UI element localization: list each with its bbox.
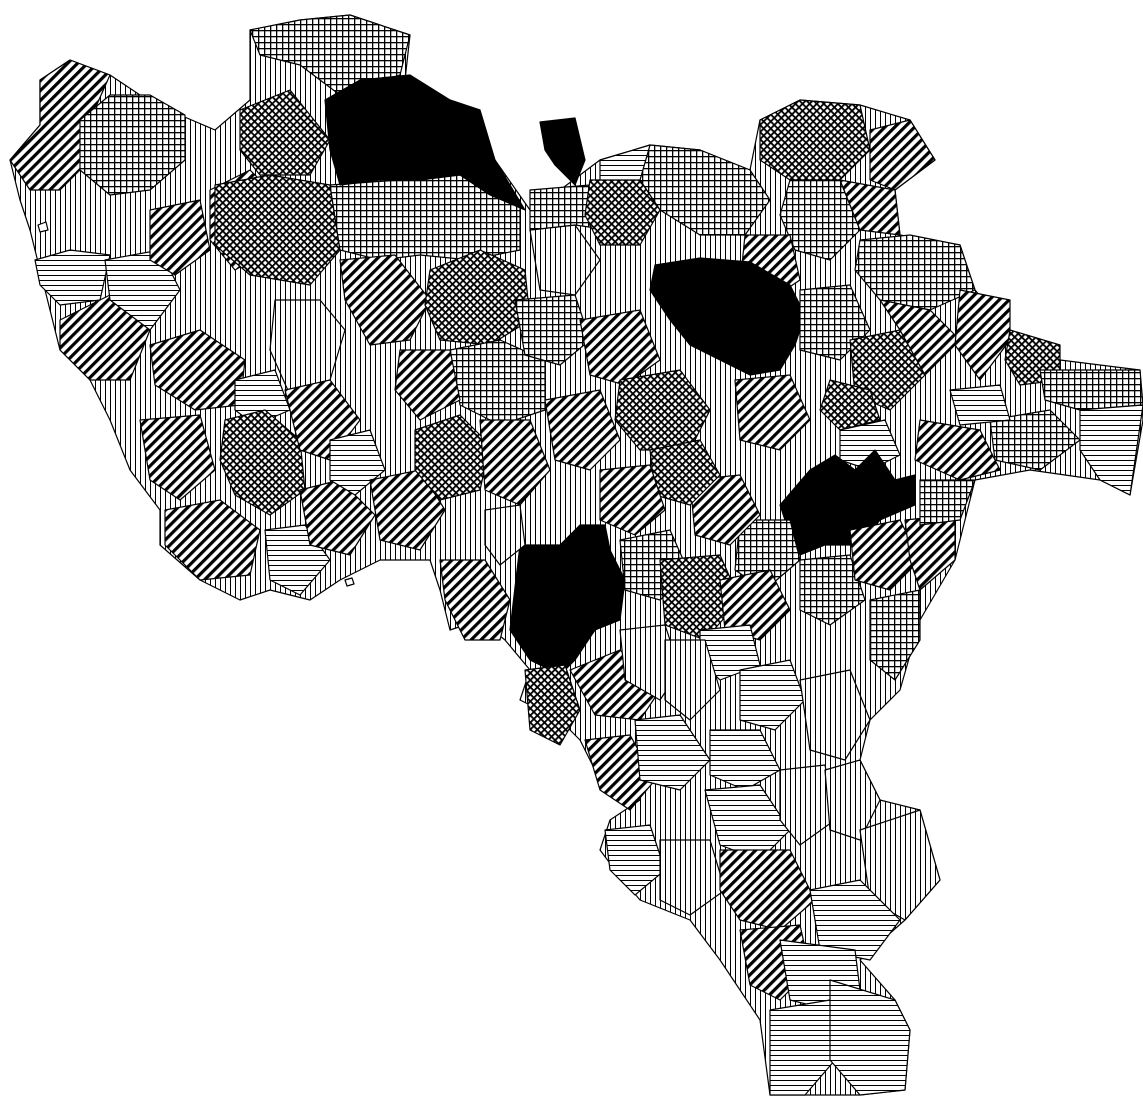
region-s-5 (634, 714, 711, 791)
region-s-10 (604, 824, 666, 896)
region-s-8 (779, 764, 836, 846)
region-s-9 (824, 759, 881, 841)
region-nw-2 (79, 94, 186, 196)
region-e-13 (839, 419, 901, 471)
region-s-2 (664, 639, 721, 721)
region-ne-5 (869, 119, 936, 191)
region-s-17 (769, 999, 836, 1096)
region-sc-1 (734, 519, 801, 591)
region-c-10 (579, 309, 661, 386)
region-cw-1 (339, 254, 431, 346)
region-nw-6 (149, 199, 211, 276)
region-c-5 (479, 419, 551, 506)
region-islet-1 (344, 577, 355, 587)
region-ne-8 (854, 234, 976, 311)
region-s-11 (659, 839, 726, 916)
region-s-7 (704, 784, 791, 861)
region-s-6 (709, 729, 781, 791)
region-ne-7 (839, 179, 901, 236)
region-e-8 (1079, 404, 1143, 496)
region-sw-black-1 (509, 524, 626, 676)
region-sc-2 (689, 474, 761, 546)
region-sc-9 (849, 519, 921, 591)
region-s-3 (739, 659, 806, 731)
region-sc-7 (719, 569, 791, 641)
region-e-black-1 (779, 449, 916, 556)
region-n-black-1 (324, 74, 526, 211)
region-e-7 (989, 409, 1081, 471)
region-islet-2 (37, 221, 49, 233)
region-e-3 (879, 299, 961, 376)
region-c-9 (544, 389, 621, 471)
region-e-10 (949, 384, 1011, 426)
region-ne-3 (599, 144, 651, 181)
region-cw-12 (369, 469, 446, 551)
region-ne-4 (759, 99, 871, 181)
region-s-4 (799, 669, 871, 761)
region-c-3 (394, 349, 461, 421)
region-sw-3 (524, 664, 581, 746)
region-sw-2 (484, 504, 526, 566)
region-n-1 (249, 14, 411, 96)
region-cw-7 (139, 414, 216, 501)
region-c-4 (414, 414, 491, 501)
region-sc-6 (659, 554, 741, 641)
region-n-2 (239, 89, 331, 176)
region-sc-10 (869, 589, 921, 681)
region-c-6 (514, 294, 591, 366)
region-n-black-2 (539, 117, 586, 186)
region-sc-12 (919, 479, 976, 526)
region-sc-4 (599, 464, 666, 536)
region-c-2 (449, 339, 546, 426)
region-n-3 (214, 174, 341, 286)
region-e-12 (734, 374, 811, 451)
region-nw-1 (9, 59, 111, 191)
region-c-black-1 (649, 257, 806, 376)
region-cw-8 (164, 499, 261, 581)
region-sw-1 (439, 559, 511, 641)
region-cw-5 (219, 409, 306, 516)
region-c-1 (424, 249, 531, 346)
region-e-9 (914, 419, 1001, 481)
region-e-4 (954, 289, 1011, 381)
region-s-18 (829, 979, 911, 1096)
region-s-14 (809, 879, 901, 961)
region-sc-8 (799, 554, 866, 626)
